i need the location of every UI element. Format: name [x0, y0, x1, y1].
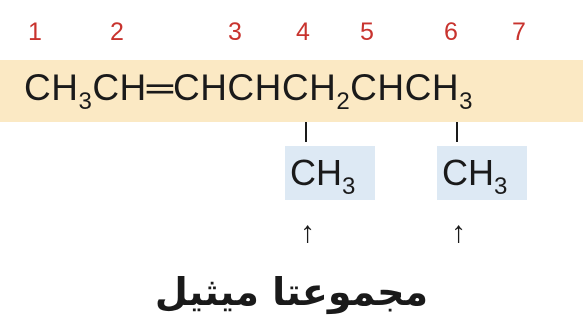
chain-chch: CHCH [350, 67, 460, 108]
bond-line-c4 [305, 122, 307, 142]
main-chain-formula: CH3CH═CHCHCH2CHCH3 [24, 64, 473, 115]
main-chain-highlight [0, 60, 583, 122]
carbon-number-5: 5 [360, 18, 374, 46]
methyl-subscript-c4: 3 [342, 173, 356, 200]
carbon-number-7: 7 [512, 18, 526, 46]
bond-line-c6 [456, 122, 458, 142]
methyl-group-c6: CH3 [442, 151, 507, 199]
caption-label: مجموعتا ميثيل [154, 270, 429, 314]
carbon-number-2: 2 [110, 18, 124, 46]
arrow-up-icon: ↑ [300, 216, 315, 249]
carbon-number-4: 4 [296, 18, 310, 46]
carbon-number-6: 6 [444, 18, 458, 46]
chain-chchch: CHCHCH [172, 67, 337, 108]
chain-ch: CH [92, 67, 147, 108]
chain-ch3-left: CH [24, 67, 79, 108]
chain-subscript-2: 2 [336, 88, 351, 115]
carbon-number-1: 1 [28, 18, 42, 46]
substituent-highlight-c4 [285, 146, 375, 200]
chain-subscript-3-right: 3 [459, 88, 473, 115]
double-bond: ═ [146, 67, 173, 108]
carbon-number-3: 3 [228, 18, 242, 46]
methyl-ch-c4: CH [290, 152, 342, 193]
arrow-up-icon: ↑ [451, 216, 466, 249]
methyl-ch-c6: CH [442, 152, 494, 193]
methyl-group-c4: CH3 [290, 151, 355, 199]
methyl-subscript-c6: 3 [494, 173, 508, 200]
chain-subscript-3-left: 3 [78, 88, 93, 115]
substituent-highlight-c6 [437, 146, 527, 200]
